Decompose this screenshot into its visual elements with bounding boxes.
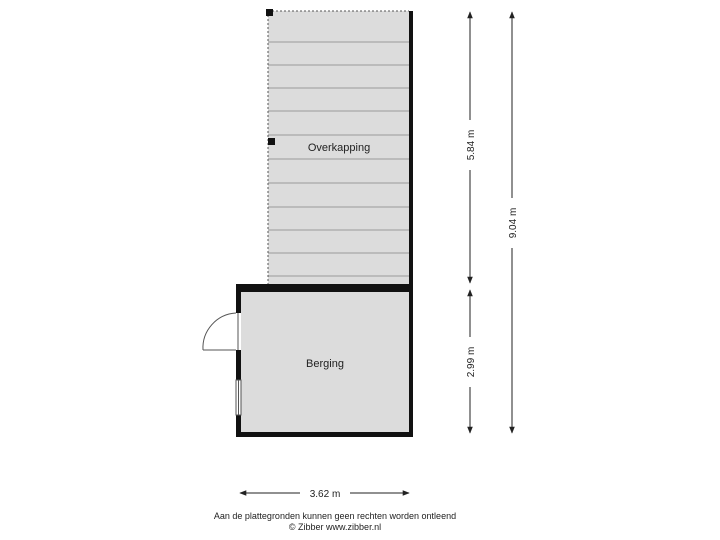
- berging-floor: [236, 284, 413, 437]
- dimension-total-depth: 9.04 m: [504, 11, 520, 434]
- door: [202, 312, 241, 351]
- berging-top-wall: [236, 284, 413, 292]
- berging-right-wall: [409, 284, 413, 437]
- overkapping-right-wall: [409, 11, 413, 285]
- overkapping-planks: [268, 41, 409, 277]
- footer-copyright: © Zibber www.zibber.nl: [288, 522, 382, 532]
- overkapping-floor: [268, 11, 409, 285]
- berging-bottom-wall: [236, 432, 413, 437]
- overkapping-area: Overkapping: [266, 9, 413, 285]
- overkapping-label: Overkapping: [308, 142, 370, 154]
- overkapping-depth-label: 5.84 m: [466, 130, 477, 161]
- width-label: 3.62 m: [310, 489, 341, 500]
- post-middle: [268, 138, 275, 145]
- dimension-width: 3.62 m: [239, 485, 410, 501]
- berging-left-wall-lower: [236, 415, 241, 437]
- post-top: [266, 9, 273, 16]
- berging-room: Berging: [202, 284, 413, 437]
- berging-label: Berging: [306, 358, 344, 370]
- dimension-overkapping-depth: 5.84 m: [462, 11, 478, 284]
- footer-disclaimer: Aan de plattegronden kunnen geen rechten…: [213, 511, 457, 521]
- total-depth-label: 9.04 m: [508, 208, 519, 239]
- dimension-berging-depth: 2.99 m: [462, 289, 478, 434]
- berging-left-wall-upper: [236, 284, 241, 313]
- berging-depth-label: 2.99 m: [466, 347, 477, 378]
- window: [235, 379, 242, 416]
- berging-left-wall-middle: [236, 350, 241, 380]
